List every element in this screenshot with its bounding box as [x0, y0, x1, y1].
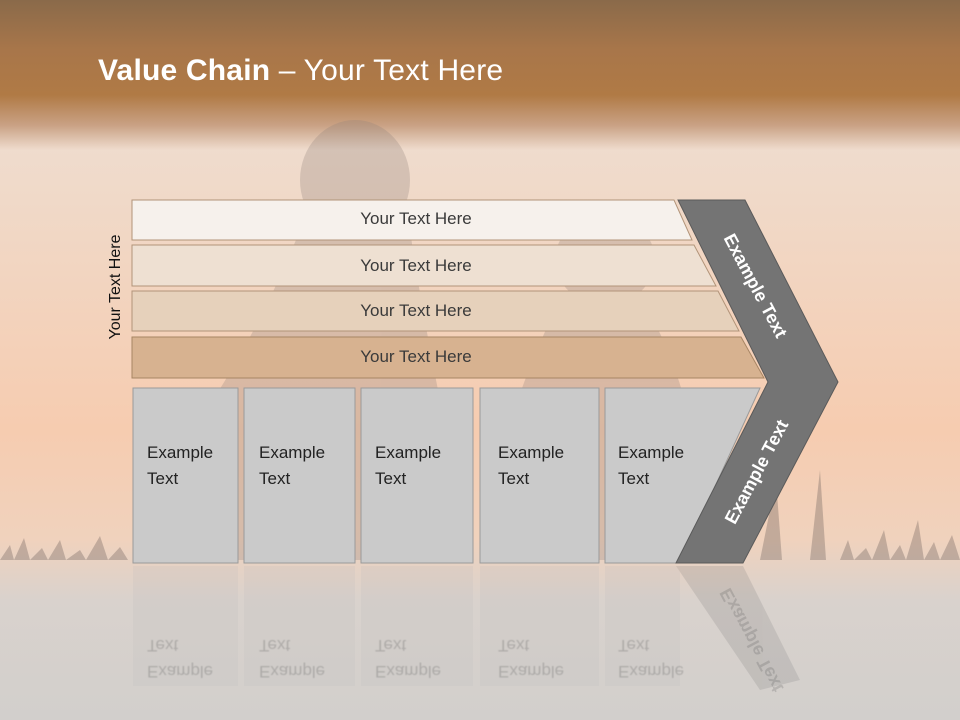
band-4-label: Your Text Here	[360, 347, 472, 366]
band-1-label: Your Text Here	[360, 209, 472, 228]
page-title: Value Chain – Your Text Here	[98, 54, 504, 87]
band-4	[131, 336, 765, 379]
activity-box-3	[360, 387, 474, 564]
band-3	[131, 290, 740, 332]
activity-box-1	[132, 387, 239, 564]
activity-box-2	[243, 387, 356, 564]
activity-box-4	[479, 387, 600, 564]
band-2-label: Your Text Here	[360, 256, 472, 275]
chevron-arrow	[675, 199, 839, 564]
band-2	[131, 244, 717, 287]
band-1	[131, 199, 693, 241]
header-band	[0, 0, 960, 150]
band-3-label: Your Text Here	[360, 301, 472, 320]
